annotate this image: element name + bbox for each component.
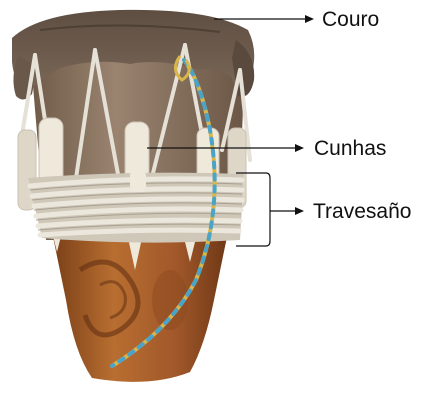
label-couro: Couro xyxy=(322,9,379,30)
drum-body xyxy=(52,232,228,382)
wedge-peg xyxy=(130,170,146,192)
label-travesano: Travesaño xyxy=(313,201,411,222)
label-cunhas: Cunhas xyxy=(314,138,386,159)
